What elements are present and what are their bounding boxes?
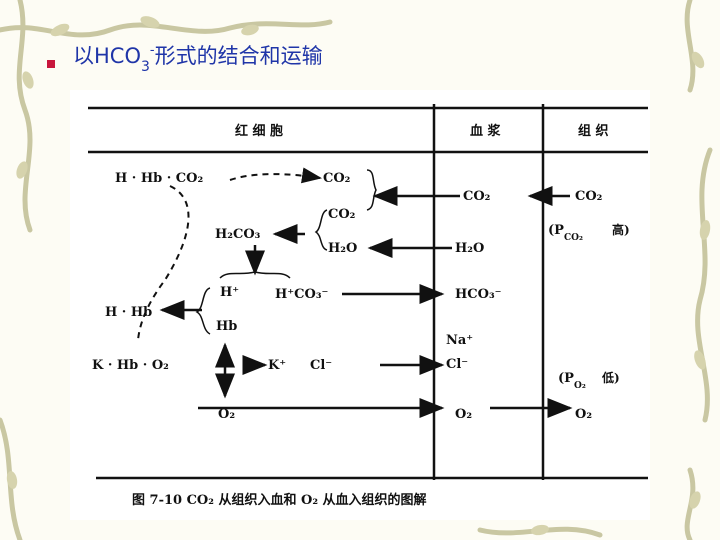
label-k-plus: K⁺ [268,358,286,373]
label-co2-tissue: CO₂ [575,189,602,204]
label-k-hb-o2: K · Hb · O₂ [92,358,169,373]
label-pco2-sub: CO₂ [564,233,583,243]
label-o2-cell: O₂ [218,407,235,422]
label-o2-tissue: O₂ [575,407,592,422]
label-h-hb: H · Hb [105,305,152,320]
label-h2o-plasma: H₂O [455,241,484,256]
label-co2-plasma: CO₂ [463,189,490,204]
dashed-arrow-to-co2 [229,167,322,184]
label-co2-cell: CO₂ [328,207,355,222]
label-h2o-cell: H₂O [328,241,357,256]
label-po2-sub: O₂ [574,381,586,391]
label-co2-top: CO₂ [323,171,350,186]
label-po2-low: 低) [601,370,620,385]
bullet-square-icon [47,60,55,68]
label-pco2-high: 高) [612,222,630,237]
label-cl-cell: Cl⁻ [310,358,332,373]
header-red-cell: 红 细 胞 [235,123,283,139]
label-pco2-open: (P [548,223,564,238]
label-na-plus: Na⁺ [446,333,473,348]
label-h-plus: H⁺ [220,285,239,300]
label-po2-open: (P [558,371,574,386]
label-cl-plasma: Cl⁻ [446,357,468,372]
dashed-path-hb [137,185,190,341]
label-o2-plasma: O₂ [455,407,472,422]
diagram-svg: 红 细 胞 血 浆 组 织 H · Hb · CO₂ CO [88,104,648,508]
brace-co2 [366,169,377,211]
title-superscript: - [149,43,155,58]
co2-transport-figure: 红 细 胞 血 浆 组 织 H · Hb · CO₂ CO [70,90,650,520]
label-hb: Hb [216,319,237,334]
label-h2co3: H₂CO₃ [215,227,261,242]
slide-title: 以HCO3-形式的结合和运输 [73,40,323,75]
brace-hb [195,287,211,335]
figure-caption: 图 7-10 CO₂ 从组织入血和 O₂ 从血入组织的图解 [132,492,427,508]
header-tissue: 组 织 [578,123,609,139]
brace-h2co3 [314,209,328,251]
label-h-hco3: H⁺CO₃⁻ [275,287,328,302]
header-plasma: 血 浆 [470,123,502,139]
title-text-1: 以HCO [73,44,141,68]
title-text-2: 形式的结合和运输 [154,44,323,68]
label-h-hb-co2: H · Hb · CO₂ [115,171,203,186]
label-hco3-plasma: HCO₃⁻ [455,287,502,302]
title-subscript: 3 [140,59,150,75]
